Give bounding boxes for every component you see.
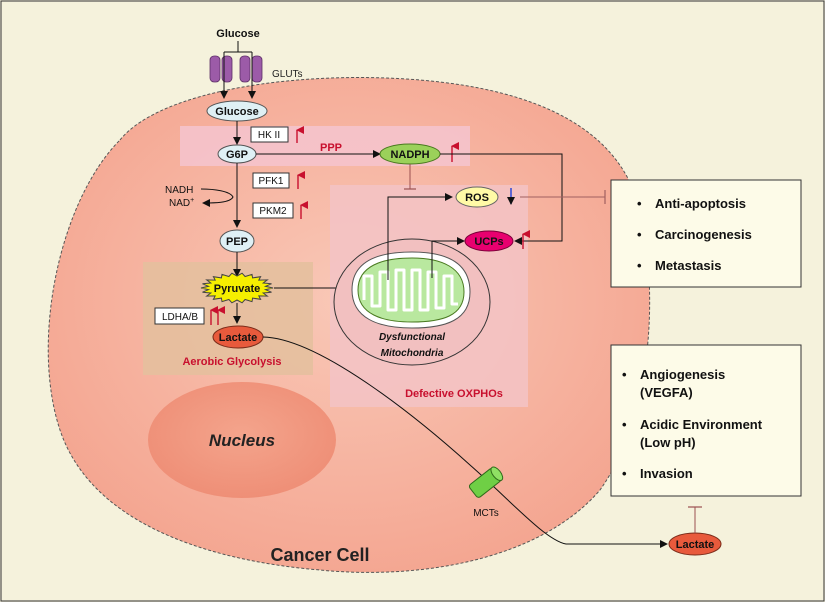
hk2-box: [250, 126, 289, 143]
nadh-label: NADH: [165, 185, 193, 196]
effect-vegfa: (VEGFA): [640, 385, 693, 400]
ros-label: ROS: [465, 192, 489, 204]
pkm2-box: [252, 202, 294, 219]
mito-to-ros-arrow: [387, 193, 453, 280]
nucleus-label: Nucleus: [209, 431, 275, 450]
effect-carcinogenesis: Carcinogenesis: [655, 227, 752, 242]
bullet-4: •: [622, 367, 627, 382]
pyruvate-label: Pyruvate: [214, 283, 260, 295]
cancer-cell-label: Cancer Cell: [270, 545, 369, 565]
nad-label: NAD+: [169, 197, 194, 209]
gluts-label: GLUTs: [272, 69, 303, 80]
effect-metastasis: Metastasis: [655, 258, 721, 273]
ldha-label: LDHA/B: [162, 312, 198, 323]
pkm2-label: PKM2: [259, 206, 287, 217]
pfk1-box: [252, 172, 290, 189]
ucps-node: [464, 230, 514, 252]
mcts-label: MCTs: [473, 508, 499, 519]
mito-label-line2: Mitochondria: [381, 348, 444, 359]
effects-top-box: [610, 179, 802, 288]
hk2-label: HK II: [258, 130, 280, 141]
mct-transporter: [468, 466, 504, 498]
mitochondria-cristae: [362, 268, 458, 312]
aerobic-glycolysis-label: Aerobic Glycolysis: [182, 356, 281, 368]
g6p-label: G6P: [226, 149, 248, 161]
nadh-conversion-arrow: [200, 188, 234, 207]
bullet-6: •: [622, 466, 627, 481]
bullet-3: •: [637, 258, 642, 273]
mito-label-line1: Dysfunctional: [379, 332, 445, 343]
ucps-label: UCPs: [474, 236, 503, 248]
lactate-internal-label: Lactate: [219, 332, 258, 344]
nadph-label: NADPH: [390, 149, 429, 161]
effect-low-ph: (Low pH): [640, 435, 696, 450]
lactate-export-line: [262, 336, 668, 548]
pep-label: PEP: [226, 236, 248, 248]
bullet-1: •: [637, 196, 642, 211]
glucose-internal-label: Glucose: [215, 106, 258, 118]
defective-oxphos-label: Defective OXPHOs: [405, 388, 503, 400]
effect-angiogenesis: Angiogenesis: [640, 367, 725, 382]
pfk1-label: PFK1: [258, 176, 283, 187]
effect-acidic-environment: Acidic Environment: [640, 417, 763, 432]
lactate-external-label: Lactate: [676, 539, 715, 551]
bullet-2: •: [637, 227, 642, 242]
ppp-label: PPP: [320, 142, 342, 154]
glucose-external-label: Glucose: [216, 28, 259, 40]
effect-anti-apoptosis: Anti-apoptosis: [655, 196, 746, 211]
pyruvate-node: [200, 272, 274, 304]
bullet-5: •: [622, 417, 627, 432]
effects-bottom-box: [610, 344, 802, 497]
mito-to-ucps-arrow: [431, 237, 465, 278]
ros-node: [455, 186, 499, 208]
nucleus: [148, 382, 336, 498]
ldha-box: [154, 307, 205, 325]
effect-invasion: Invasion: [640, 466, 693, 481]
